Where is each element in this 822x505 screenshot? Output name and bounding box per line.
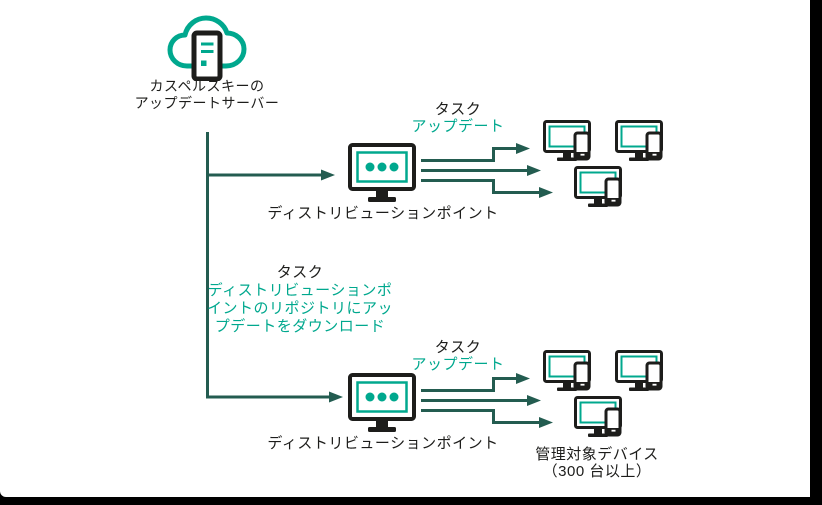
task-download-line3: プデートをダウンロード (214, 318, 386, 335)
managed-device-icon (543, 120, 591, 161)
distribution-point-bottom-label: ディストリビューションポイント (267, 435, 499, 452)
managed-devices-label-line2: （300 台以上） (542, 463, 652, 480)
top-arrow-3-head (539, 187, 553, 198)
bottom-arrow-3-head (539, 417, 553, 428)
task-download-title: タスク (276, 264, 324, 281)
distribution-point-bottom-icon (348, 373, 416, 432)
diagram-canvas: カスペルスキーの アップデートサーバー タスク ディストリビューションポ (0, 0, 810, 497)
top-arrow-3-line (421, 179, 539, 194)
bottom-arrow-3-line (421, 409, 539, 424)
top-branch-arrowhead (321, 169, 335, 181)
distribution-point-top-label: ディストリビューションポイント (267, 205, 499, 222)
managed-devices-label-line1: 管理対象デバイス (535, 446, 659, 463)
task-update-bottom-title: タスク (434, 339, 482, 356)
task-download-block: タスク ディストリビューションポ イントのリポジトリにアッ プデートをダウンロー… (200, 264, 400, 336)
update-server-label-line2: アップデートサーバー (134, 95, 280, 111)
managed-device-icon (543, 350, 591, 391)
task-update-top-title: タスク (434, 101, 482, 118)
managed-device-icon (574, 166, 622, 207)
task-download-line2: イントのリポジトリにアッ (206, 300, 393, 317)
update-server-label: カスペルスキーの アップデートサーバー (107, 78, 307, 112)
update-server-label-line1: カスペルスキーの (149, 78, 265, 94)
top-arrow-2-head (527, 165, 541, 176)
managed-device-icon (615, 350, 663, 391)
task-update-top-subtitle: アップデート (411, 118, 505, 135)
top-arrow-1-head (516, 143, 530, 154)
cloud-server-icon (167, 15, 247, 81)
bottom-branch-arrowhead (329, 391, 343, 403)
task-update-top-block: タスク アップデート (398, 101, 518, 135)
bottom-arrow-1-head (516, 373, 530, 384)
managed-devices-label: 管理対象デバイス （300 台以上） (497, 446, 697, 480)
managed-device-icon (574, 396, 622, 437)
task-download-line1: ディストリビューションポ (207, 282, 393, 299)
managed-device-icon (615, 120, 663, 161)
top-arrow-1-line (421, 147, 516, 162)
distribution-point-top-icon (348, 143, 416, 202)
task-update-bottom-block: タスク アップデート (398, 339, 518, 373)
bottom-arrow-2-head (527, 395, 541, 406)
task-update-bottom-subtitle: アップデート (411, 356, 505, 373)
bottom-arrow-1-line (421, 377, 516, 392)
